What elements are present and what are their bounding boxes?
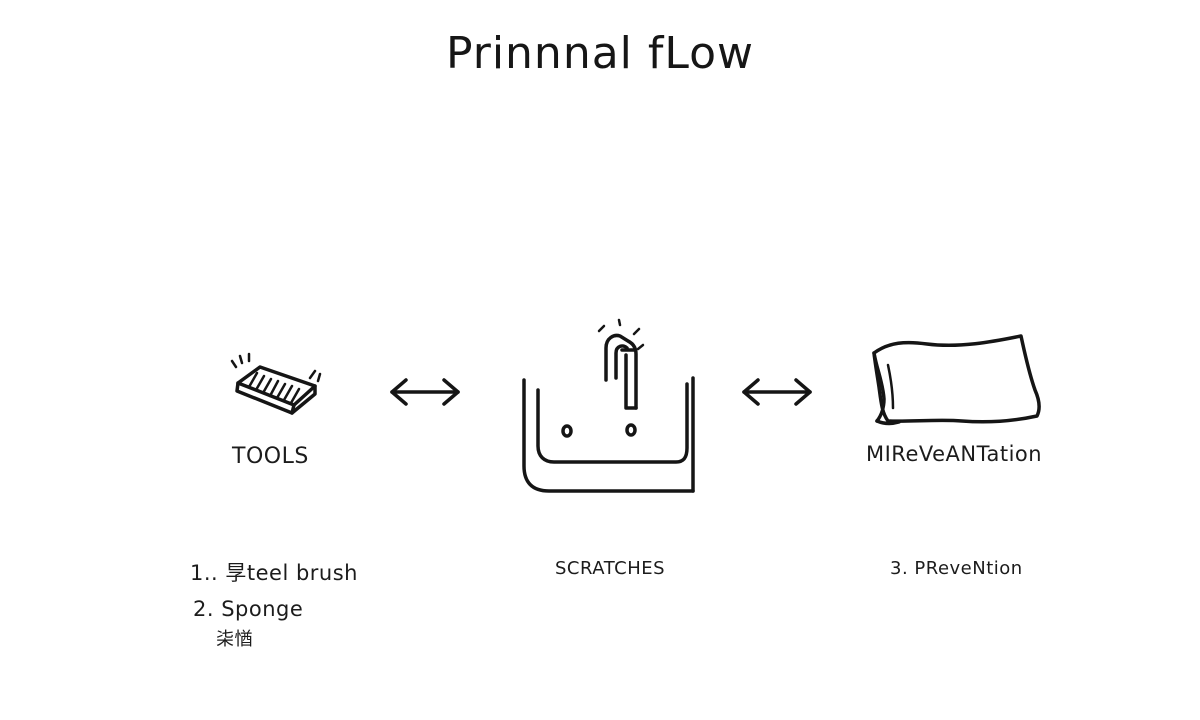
tools-label: TOOLS bbox=[232, 444, 309, 469]
sink-icon bbox=[522, 318, 695, 493]
double-arrow-icon bbox=[390, 378, 460, 406]
sink-label: SCRATCHES bbox=[555, 558, 666, 579]
cloth-icon bbox=[872, 334, 1041, 426]
tool-item-1: 1.. 㫗teel brush bbox=[190, 561, 358, 585]
tool-item-3: 㭍㥢 bbox=[216, 629, 253, 650]
double-arrow-icon bbox=[742, 378, 812, 406]
prevention-item: 3. PReveNtion bbox=[890, 558, 1023, 579]
diagram-title: Prinnnal fLow bbox=[445, 28, 755, 79]
tool-item-2: 2. Sponge bbox=[193, 597, 304, 621]
cloth-label: MIReVeANTation bbox=[866, 442, 1043, 466]
brush-icon bbox=[230, 352, 322, 415]
